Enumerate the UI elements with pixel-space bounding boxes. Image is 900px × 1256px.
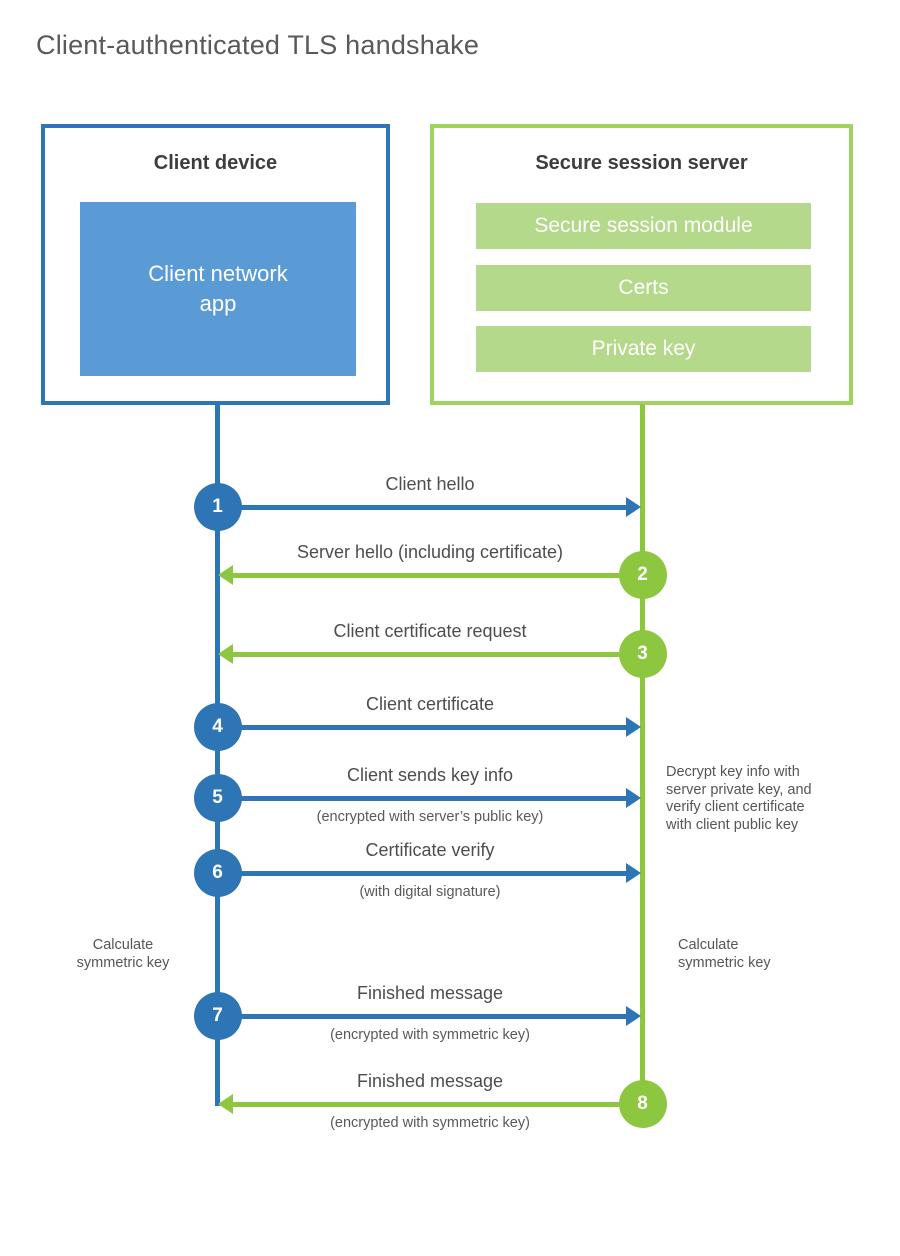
page-title: Client-authenticated TLS handshake <box>36 30 480 60</box>
step-5-label: Client sends key info <box>346 765 514 785</box>
step-4-circle: 4 <box>193 703 242 751</box>
step-2-arrow-line <box>233 572 619 578</box>
step-3-arrow-head <box>218 644 233 664</box>
step-2-label: Server hello (including certificate) <box>296 542 564 562</box>
step-1-arrow-line <box>239 504 626 510</box>
client-network-app-box: Client network app <box>80 202 356 376</box>
step-7-arrow-head <box>626 1006 641 1026</box>
step-4-label: Client certificate <box>365 694 495 714</box>
client-network-app-label: Client network app <box>148 261 288 316</box>
step-7-circle: 7 <box>193 992 242 1040</box>
step-7-arrow-line <box>239 1013 626 1019</box>
step-3-label: Client certificate request <box>333 621 527 641</box>
client-device-box: Client device Client network app <box>41 124 390 405</box>
step-6-arrow-head <box>626 863 641 883</box>
step-2-arrow-head <box>218 565 233 585</box>
step-1-circle: 1 <box>193 483 242 531</box>
secure-session-server-title: Secure session server <box>535 152 748 174</box>
server-module-private-key: Private key <box>476 326 811 372</box>
step-3-arrow-line <box>233 651 619 657</box>
step-5-sublabel: (encrypted with server’s public key) <box>316 809 544 825</box>
decrypt-key-info-note: Decrypt key info with server private key… <box>666 764 812 834</box>
step-8-label: Finished message <box>356 1071 504 1091</box>
calculate-symmetric-key-client-note: Calculate symmetric key <box>76 937 170 971</box>
step-6-sublabel: (with digital signature) <box>359 884 501 900</box>
secure-session-server-box: Secure session server Secure session mod… <box>430 124 853 405</box>
step-8-arrow-line <box>233 1101 619 1107</box>
calculate-symmetric-key-server-note: Calculate symmetric key <box>678 937 771 971</box>
server-lifeline <box>640 404 645 1104</box>
step-7-sublabel: (encrypted with symmetric key) <box>330 1027 530 1043</box>
step-5-arrow-line <box>239 795 626 801</box>
step-1-label: Client hello <box>385 474 475 494</box>
server-module-secure-session-module: Secure session module <box>476 203 811 249</box>
step-5-arrow-head <box>626 788 641 808</box>
step-4-arrow-head <box>626 717 641 737</box>
step-3-circle: 3 <box>618 630 667 678</box>
server-module-certs: Certs <box>476 265 811 311</box>
step-6-arrow-line <box>239 870 626 876</box>
step-8-sublabel: (encrypted with symmetric key) <box>330 1115 530 1131</box>
step-1-arrow-head <box>626 497 641 517</box>
step-8-circle: 8 <box>618 1080 667 1128</box>
step-7-label: Finished message <box>356 983 504 1003</box>
step-4-arrow-line <box>239 724 626 730</box>
step-6-circle: 6 <box>193 849 242 897</box>
client-lifeline <box>215 404 220 1106</box>
step-2-circle: 2 <box>618 551 667 599</box>
client-device-title: Client device <box>153 152 278 174</box>
step-5-circle: 5 <box>193 774 242 822</box>
step-6-label: Certificate verify <box>365 840 495 860</box>
step-8-arrow-head <box>218 1094 233 1114</box>
